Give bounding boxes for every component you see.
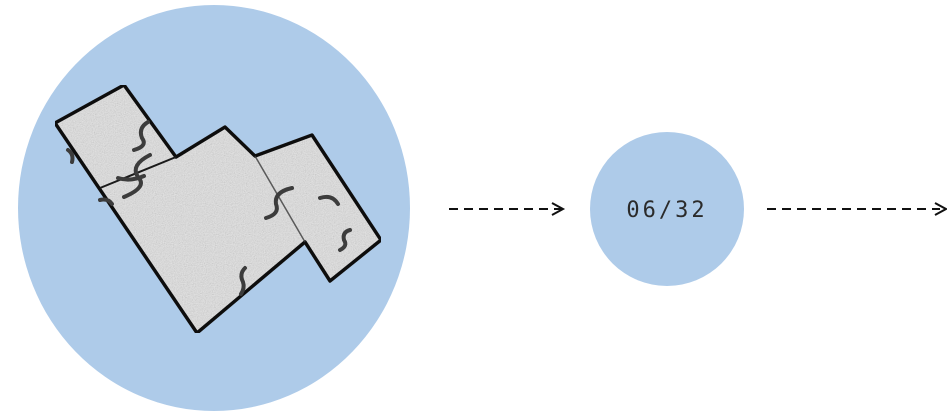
open-chevron-right-icon <box>551 202 566 216</box>
counter-circle <box>590 132 744 286</box>
ink-glyph <box>239 266 247 296</box>
ink-glyph <box>66 148 75 164</box>
ink-glyph <box>338 228 352 252</box>
fragment-crease <box>254 155 306 243</box>
counter-node: 06/32 <box>590 132 744 286</box>
ink-glyphs <box>66 120 352 296</box>
flow-arrow-1 <box>449 202 566 216</box>
counter-label: 06/32 <box>626 198 707 223</box>
ink-glyph <box>98 197 114 206</box>
ink-glyph <box>264 186 294 220</box>
flow-arrow-2 <box>767 202 947 216</box>
ink-glyph <box>318 194 340 206</box>
ink-glyph <box>132 120 150 152</box>
open-chevron-right-icon <box>934 202 947 216</box>
ink-glyph <box>116 174 146 182</box>
paper-fragment-image <box>53 83 383 335</box>
fragment-node <box>18 5 410 411</box>
paper-fragment-shape <box>53 83 383 335</box>
